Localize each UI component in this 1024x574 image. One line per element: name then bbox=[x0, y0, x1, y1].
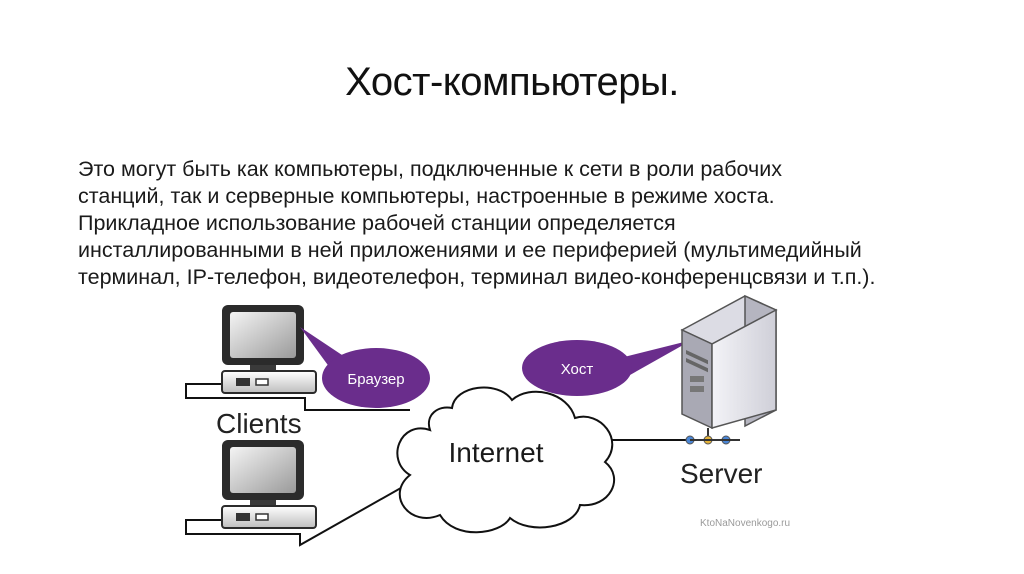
paragraph-line: терминал, IP-телефон, видеотелефон, терм… bbox=[78, 265, 876, 289]
server-label: Server bbox=[680, 458, 762, 489]
paragraph-line: Прикладное использование рабочей станции… bbox=[78, 211, 676, 235]
clients-label: Clients bbox=[216, 408, 302, 439]
paragraph-line: инсталлированными в ней приложениями и е… bbox=[78, 238, 862, 262]
watermark: KtoNaNovenkogo.ru bbox=[700, 518, 790, 529]
slide-paragraph: Это могут быть как компьютеры, подключен… bbox=[78, 156, 958, 291]
server-tower-icon bbox=[680, 294, 778, 445]
client-top-link bbox=[185, 383, 410, 411]
client-computer-top-icon bbox=[221, 305, 317, 394]
host-callout-label: Хост bbox=[561, 361, 594, 378]
browser-callout-label: Браузер bbox=[347, 371, 404, 388]
browser-callout bbox=[300, 327, 430, 408]
internet-label: Internet bbox=[449, 437, 544, 468]
paragraph-line: Это могут быть как компьютеры, подключен… bbox=[78, 157, 782, 181]
client-computer-bottom-icon bbox=[221, 440, 317, 529]
slide-title: Хост-компьютеры. bbox=[345, 60, 679, 104]
paragraph-line: станций, так и серверные компьютеры, нас… bbox=[78, 184, 775, 208]
internet-cloud bbox=[396, 386, 616, 534]
host-callout bbox=[522, 340, 692, 396]
client-bottom-link bbox=[185, 479, 416, 547]
